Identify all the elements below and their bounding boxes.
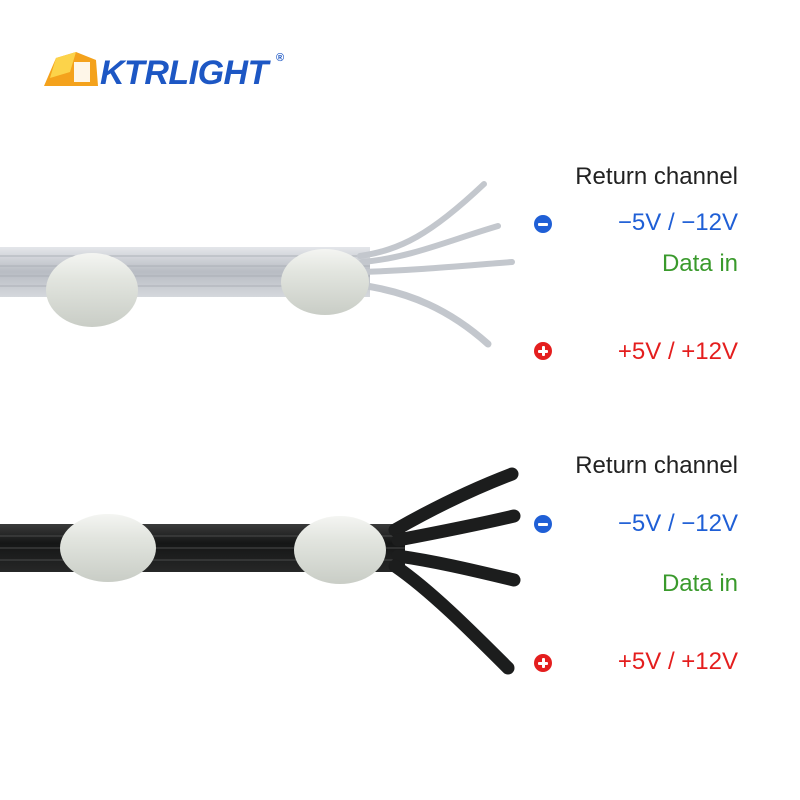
lower-minus-circle-icon [534, 515, 552, 533]
upper-positive-voltage-label: +5V / +12V [617, 338, 738, 365]
lower-plus-circle-icon [534, 654, 552, 672]
upper-return-channel-label: Return channel [575, 163, 738, 190]
clear-wire-ends [356, 181, 515, 348]
black-wire-ends [388, 467, 521, 675]
upper-minus-circle-icon [534, 215, 552, 233]
lower-data-in-label: Data in [661, 570, 738, 597]
upper-negative-voltage-label: −5V / −12V [617, 209, 738, 236]
registered-mark: ® [276, 52, 285, 64]
lower-return-channel-label: Return channel [575, 452, 738, 479]
lower-positive-voltage-label: +5V / +12V [617, 648, 738, 675]
upper-plus-circle-icon [534, 342, 552, 360]
lower-connector-right [294, 516, 386, 584]
lower-connector-left [60, 514, 156, 582]
upper-data-in-label: Data in [661, 250, 738, 277]
brand-name: KTRLIGHT [100, 54, 268, 92]
clear-cable-assembly [0, 181, 515, 348]
upper-connector-right [281, 249, 369, 315]
black-cable-assembly [0, 467, 521, 675]
brand-logo-icon [44, 52, 98, 86]
upper-connector-left [46, 253, 138, 327]
lower-negative-voltage-label: −5V / −12V [617, 510, 738, 537]
